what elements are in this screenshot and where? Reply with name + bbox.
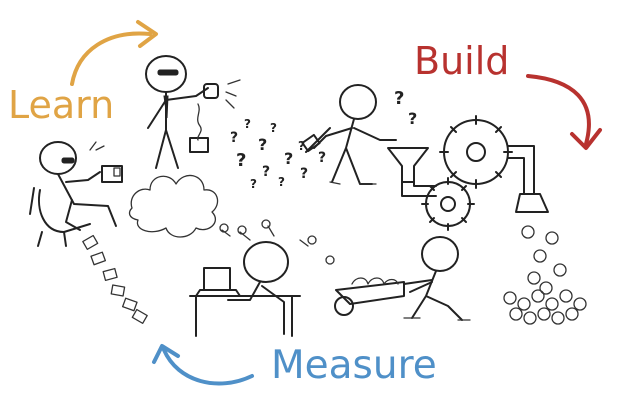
svg-text:?: ? (250, 177, 257, 191)
svg-text:?: ? (300, 166, 308, 182)
data-sheets-stream (82, 234, 148, 324)
build-label: Build (414, 39, 510, 83)
question-marks-cluster: ? ? ? ? ? ? ? ? ? ? ? ? ? ? (230, 88, 417, 191)
measure-label: Measure (271, 343, 437, 388)
funnel-icon (387, 147, 437, 197)
svg-text:?: ? (408, 109, 417, 128)
builder-with-hammer-figure (301, 84, 397, 185)
person-on-cloud-figure (128, 55, 241, 238)
lightbulb-icon (503, 225, 587, 325)
svg-text:?: ? (394, 88, 404, 109)
learn-label: Learn (8, 83, 115, 127)
measure-arrow-icon (152, 344, 254, 386)
svg-text:?: ? (284, 149, 293, 168)
build-arrow-icon (526, 74, 602, 150)
learn-arrow-icon (70, 20, 158, 86)
svg-text:?: ? (298, 139, 305, 153)
gear-icon (421, 115, 513, 231)
svg-text:?: ? (318, 150, 326, 166)
svg-text:?: ? (230, 130, 238, 146)
svg-text:?: ? (262, 164, 270, 180)
wheelbarrow-person-figure (334, 236, 471, 321)
output-pipe (507, 145, 549, 213)
svg-text:?: ? (236, 150, 246, 171)
reclining-person-figure (29, 141, 123, 247)
svg-text:?: ? (278, 175, 285, 189)
person-at-laptop-figure (189, 219, 335, 337)
svg-text:?: ? (258, 135, 267, 154)
svg-text:?: ? (244, 117, 251, 131)
svg-text:?: ? (270, 121, 277, 135)
